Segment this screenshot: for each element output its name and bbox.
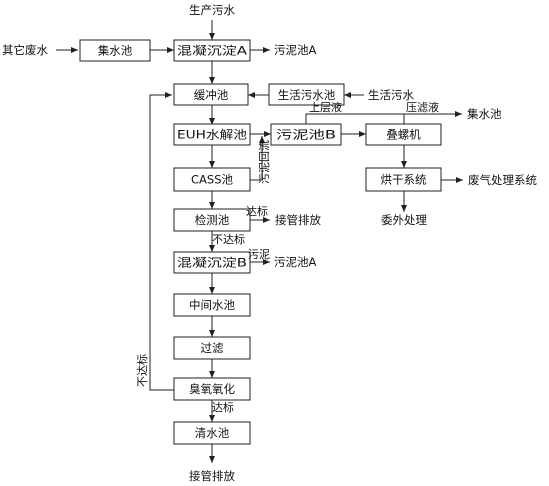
box-dieluo-ji (365, 123, 442, 146)
edge-label-dabiao-2: 达标 (212, 400, 234, 414)
label-honggan: 烘干系统 (381, 173, 427, 187)
box-hunning-b (173, 251, 251, 274)
label-dieluo-ji: 叠螺机 (386, 128, 421, 142)
label-hunning-b: 混凝沉淀B (177, 256, 247, 270)
label-weiwai: 委外处理 (381, 213, 427, 227)
edge-label-wuni-huiliu: 污泥回流 (257, 140, 271, 184)
box-chouyang (173, 377, 251, 401)
label-wuni-chi-a-1: 污泥池A (274, 43, 316, 57)
edge-label-yalv-ye: 压滤液 (406, 100, 439, 114)
label-qita-feishui: 其它废水 (2, 43, 48, 57)
box-guolv (173, 336, 251, 360)
label-shenghuo-wushui: 生活污水 (368, 88, 414, 102)
box-hunning-a (173, 39, 251, 62)
edge-label-budabiao-1: 不达标 (212, 232, 245, 246)
label-qingshui-chi: 清水池 (195, 426, 230, 440)
process-boxes (79, 39, 442, 445)
box-qingshui-chi (173, 421, 251, 445)
box-zhongjian-chi (173, 293, 251, 317)
label-euh-chi: EUH水解池 (177, 128, 248, 142)
edge-label-wuni: 污泥 (248, 248, 270, 261)
label-jiance-chi: 检测池 (195, 213, 230, 227)
label-cass-chi: CASS池 (191, 173, 233, 187)
label-jieguan-1: 接管排放 (275, 213, 321, 227)
box-huanchong-chi (173, 83, 249, 106)
label-wuni-chi-a-2: 污泥池A (274, 255, 316, 269)
label-shenghuo-wushui-chi: 生活污水池 (278, 88, 336, 102)
label-zhongjian-chi: 中间水池 (189, 298, 235, 312)
node-labels: 生产污水 其它废水 集水池 混凝沉淀A 污泥池A 缓冲池 生活污水池 生活污水 … (2, 3, 537, 483)
edge-label-shangceng-ye: 上层液 (309, 100, 342, 114)
label-jieguan-2: 接管排放 (189, 469, 235, 483)
label-guolv: 过滤 (201, 341, 224, 355)
label-shengchan-wushui: 生产污水 (189, 3, 235, 17)
box-jishui-chi (79, 39, 151, 62)
label-jishui-chi: 集水池 (98, 44, 133, 58)
edge-label-budabiao-2: 不达标 (135, 354, 149, 387)
label-jishui-chi-right: 集水池 (467, 107, 502, 121)
label-chouyang: 臭氧氧化 (189, 382, 235, 396)
box-honggan (365, 167, 442, 192)
box-wuni-chi-b (270, 123, 342, 146)
label-hunning-a: 混凝沉淀A (177, 44, 247, 58)
edge-label-dabiao-1: 达标 (246, 204, 268, 218)
connectors (56, 20, 463, 463)
label-wuni-chi-b: 污泥池B (276, 128, 336, 142)
label-feiqi: 废气处理系统 (468, 173, 537, 187)
box-jiance-chi (173, 208, 251, 232)
box-shenghuo-wushui-chi (268, 83, 345, 106)
box-cass-chi (173, 167, 251, 192)
edge-labels: 上层液 压滤液 污泥回流 达标 不达标 污泥 不达标 达标 (135, 100, 439, 414)
label-huanchong-chi: 缓冲池 (194, 88, 229, 102)
box-euh-chi (173, 123, 251, 146)
